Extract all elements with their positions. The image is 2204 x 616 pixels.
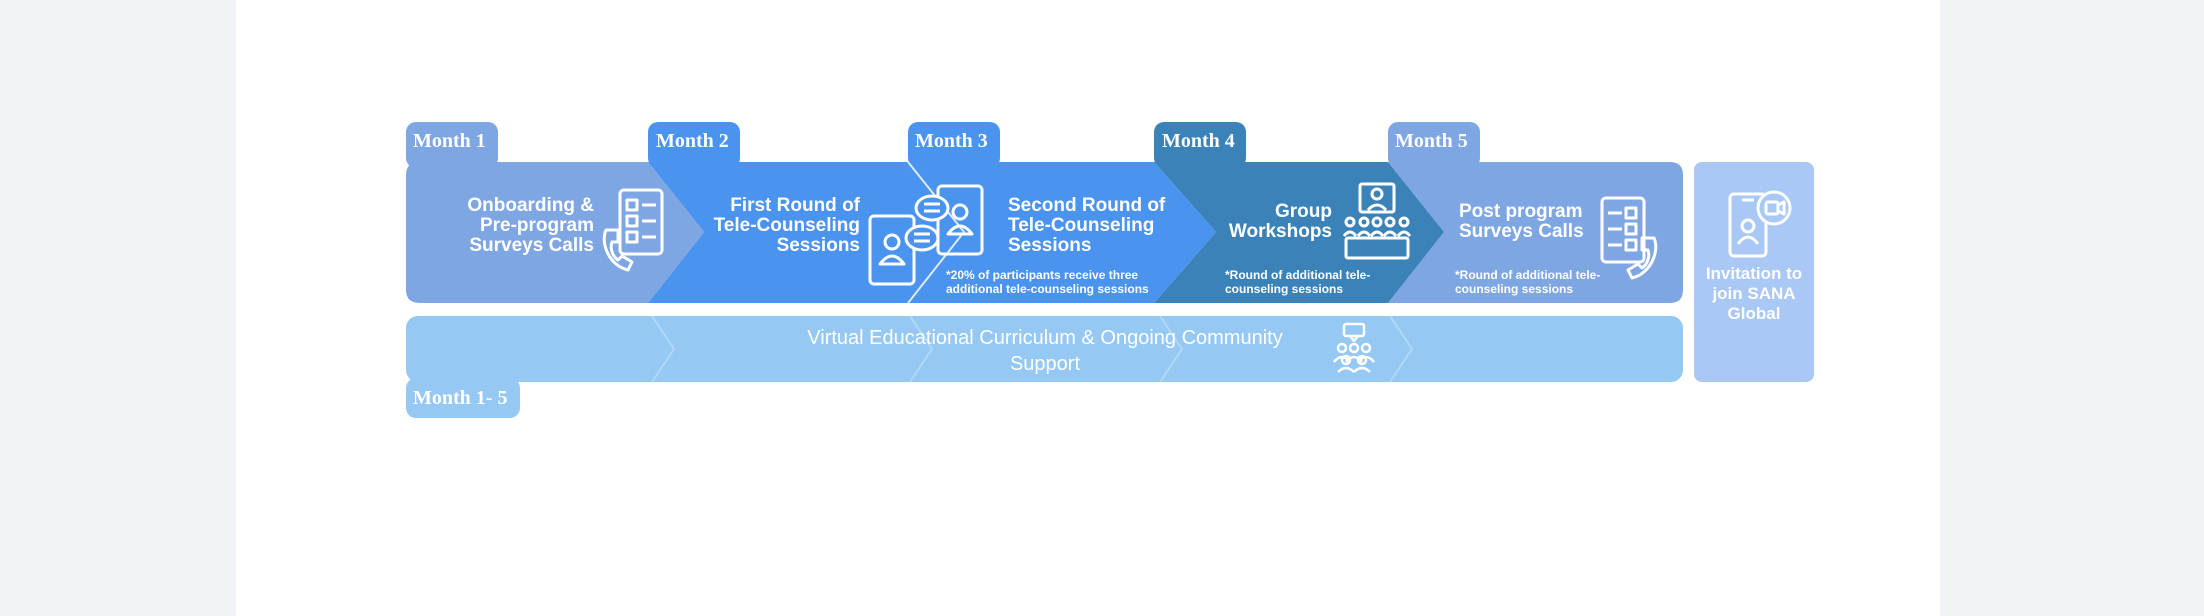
month-5-tab [1388, 122, 1480, 168]
survey-call-icon [602, 188, 664, 272]
month-4-tab [1154, 122, 1246, 168]
month-1-5-label: Month 1- 5 [413, 387, 508, 409]
month-3-label: Month 3 [915, 130, 988, 152]
month-3-tab [908, 122, 1000, 168]
month-1-tab [406, 122, 498, 168]
survey-call-icon-2 [1600, 196, 1658, 280]
month-5-note: *Round of additional tele-counseling ses… [1455, 268, 1601, 296]
month-2-tab [648, 122, 740, 168]
month-1-label: Month 1 [413, 130, 486, 152]
month-1-title: Onboarding & Pre-program Surveys Calls [467, 195, 594, 256]
month-1-5-tab [406, 378, 520, 418]
invitation-title: Invitation to join SANA Global [1705, 264, 1803, 323]
month-4-label: Month 4 [1162, 130, 1235, 152]
page-canvas [236, 0, 1940, 616]
month-2-segment [648, 162, 964, 303]
phone-video-icon [1728, 190, 1792, 258]
month-5-title: Post program Surveys Calls [1459, 201, 1584, 242]
month-2-title: First Round of Tele-Counseling Sessions [713, 195, 860, 256]
tele-counseling-chat-icon [868, 184, 984, 286]
workshop-audience-icon [1342, 182, 1412, 260]
month-4-title: Group Workshops [1228, 201, 1332, 242]
month-3-title: Second Round of Tele-Counseling Sessions [1008, 195, 1166, 256]
month-4-note: *Round of additional tele-counseling ses… [1225, 268, 1371, 296]
month-3-segment [908, 162, 1216, 303]
month-5-label: Month 5 [1395, 130, 1468, 152]
month-2-label: Month 2 [656, 130, 729, 152]
month-3-note: *20% of participants receive three addit… [946, 268, 1149, 296]
community-group-icon [1333, 322, 1375, 373]
curriculum-title: Virtual Educational Curriculum & Ongoing… [807, 327, 1283, 375]
